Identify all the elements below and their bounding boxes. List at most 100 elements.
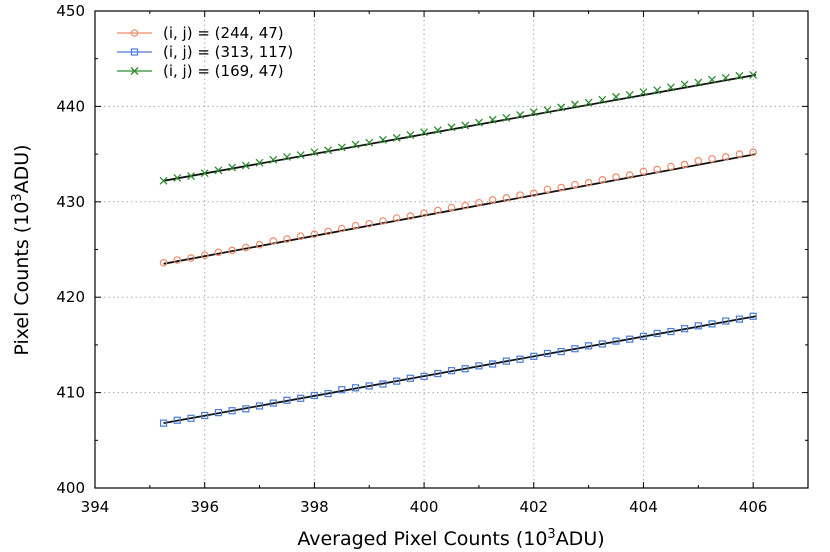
data-point — [625, 171, 634, 179]
fit-line-3 — [163, 74, 757, 182]
data-point — [228, 407, 236, 415]
data-point — [228, 163, 237, 172]
data-point — [420, 128, 429, 137]
cross-stroke — [639, 88, 648, 97]
legend-entry-1: (i, j) = (244, 47) — [117, 24, 284, 42]
data-point — [338, 224, 346, 233]
data-point — [255, 402, 264, 410]
data-point — [571, 345, 579, 353]
series-2 — [159, 312, 757, 427]
data-point — [721, 153, 730, 161]
data-point — [626, 335, 634, 343]
cross-stroke — [337, 143, 346, 152]
data-point — [173, 173, 182, 182]
data-point — [694, 78, 703, 87]
y-tick-label: 420 — [56, 288, 85, 306]
data-point — [283, 396, 291, 404]
data-point — [694, 322, 702, 330]
data-point — [310, 148, 319, 157]
data-point — [516, 355, 524, 363]
cross-stroke — [570, 100, 579, 109]
data-point — [379, 380, 387, 388]
data-point — [296, 151, 305, 160]
data-point — [598, 340, 606, 348]
data-point — [269, 155, 278, 164]
cross-stroke — [598, 95, 607, 104]
data-point — [749, 148, 757, 156]
series-1 — [159, 148, 757, 267]
data-point — [557, 347, 565, 356]
data-point — [749, 312, 757, 320]
data-point — [571, 180, 579, 189]
data-point — [543, 106, 552, 115]
data-point — [708, 320, 716, 328]
cross-stroke — [406, 131, 415, 139]
data-point — [173, 416, 181, 424]
x-tick-label: 400 — [410, 498, 439, 516]
data-point — [708, 155, 716, 163]
cross-stroke — [529, 108, 538, 117]
data-point — [461, 121, 470, 130]
data-point — [461, 365, 469, 373]
data-point — [159, 419, 168, 427]
data-point — [269, 399, 277, 407]
data-point — [420, 372, 428, 380]
cross-stroke — [310, 148, 319, 157]
grid-lines — [95, 11, 808, 488]
cross-stroke — [666, 83, 675, 92]
data-point — [502, 357, 510, 365]
data-point — [255, 240, 264, 249]
data-point — [324, 389, 332, 398]
data-point — [529, 108, 538, 117]
data-point — [489, 360, 497, 368]
cross-stroke — [488, 115, 497, 124]
cross-stroke — [296, 151, 305, 160]
data-point — [666, 83, 675, 92]
cross-stroke — [749, 70, 758, 79]
data-point — [680, 80, 689, 89]
cross-stroke — [283, 153, 291, 161]
data-point — [488, 196, 497, 204]
cross-stroke — [708, 75, 716, 84]
cross-stroke — [200, 169, 209, 178]
data-point — [392, 133, 401, 142]
x-tick-label: 404 — [629, 498, 658, 516]
cross-stroke — [228, 163, 237, 172]
data-point — [475, 198, 483, 207]
data-point — [159, 259, 168, 267]
data-point — [434, 369, 442, 378]
cross-stroke — [378, 135, 387, 144]
data-point — [433, 206, 442, 215]
data-point — [337, 143, 346, 152]
data-point — [214, 248, 223, 257]
cross-stroke — [694, 78, 703, 87]
data-point — [159, 176, 168, 185]
legend-swatch-marker — [130, 29, 139, 37]
x-axis-label: Averaged Pixel Counts (103ADU) — [297, 527, 604, 550]
cross-stroke — [365, 138, 374, 147]
y-tick-label: 430 — [56, 193, 85, 211]
data-point — [721, 73, 730, 82]
data-point — [557, 103, 566, 112]
data-point — [406, 212, 415, 220]
data-point — [283, 153, 291, 161]
data-point — [612, 173, 620, 181]
data-point — [529, 189, 538, 198]
data-point — [584, 178, 593, 187]
data-point — [324, 227, 332, 236]
cross-stroke — [159, 176, 168, 185]
data-point — [310, 391, 318, 400]
cross-stroke — [735, 71, 744, 80]
data-point — [735, 315, 744, 323]
data-point — [406, 374, 414, 382]
x-tick-label: 402 — [519, 498, 548, 516]
data-point — [694, 156, 703, 165]
cross-stroke — [214, 166, 223, 175]
data-point — [378, 135, 387, 144]
data-point — [570, 100, 579, 109]
data-point — [735, 150, 744, 158]
cross-stroke — [584, 98, 593, 107]
data-point — [201, 411, 209, 420]
data-point — [214, 166, 223, 175]
data-point — [488, 115, 497, 124]
